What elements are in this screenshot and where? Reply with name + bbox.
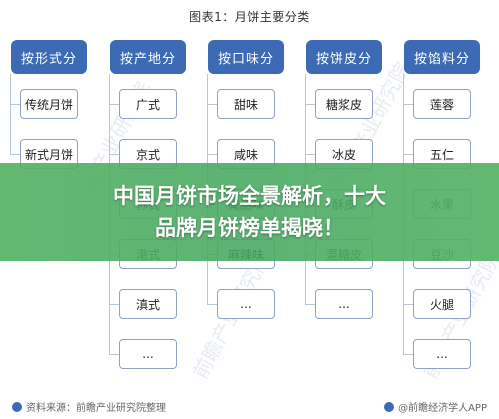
footer: 资料来源：前瞻产业研究院整理 @前瞻经济学人APP	[0, 397, 499, 415]
connector-branch	[207, 304, 217, 305]
category-item: 火腿	[413, 289, 471, 319]
category-item: 广式	[119, 89, 177, 119]
connector-branch	[10, 154, 20, 155]
footer-source: 资料来源：前瞻产业研究院整理	[12, 399, 166, 414]
category-item: 传统月饼	[20, 89, 78, 119]
category-item: ...	[217, 289, 275, 319]
category-header: 按馅料分	[404, 40, 480, 74]
connector-branch	[109, 104, 119, 105]
qianzhan-logo-icon	[12, 401, 22, 412]
category-item: 莲蓉	[413, 89, 471, 119]
connector-branch	[109, 354, 119, 355]
category-item: 糖浆皮	[315, 89, 373, 119]
category-header: 按饼皮分	[306, 40, 382, 74]
category-item: ...	[315, 289, 373, 319]
connector-branch	[109, 154, 119, 155]
chart-title: 图表1：月饼主要分类	[189, 10, 310, 24]
connector-branch	[403, 104, 413, 105]
category-item: 甜味	[217, 89, 275, 119]
connector-branch	[207, 154, 217, 155]
category-item: ...	[119, 339, 177, 369]
category-item: ...	[413, 339, 471, 369]
source-text: 资料来源：前瞻产业研究院整理	[26, 403, 166, 414]
category-header: 按口味分	[208, 40, 284, 74]
brand-text: @前瞻经济学人APP	[398, 403, 487, 414]
headline-line-1: 中国月饼市场全景解析，十大	[113, 184, 386, 208]
category-item: 滇式	[119, 289, 177, 319]
connector-branch	[305, 304, 315, 305]
connector-branch	[10, 104, 20, 105]
connector-branch	[207, 104, 217, 105]
connector-branch	[305, 104, 315, 105]
headline-line-2: 品牌月饼榜单揭晓！	[155, 216, 344, 240]
connector-branch	[305, 154, 315, 155]
connector-branch	[109, 304, 119, 305]
category-header: 按形式分	[11, 40, 87, 74]
category-header: 按产地分	[110, 40, 186, 74]
connector-branch	[403, 154, 413, 155]
connector-branch	[403, 354, 413, 355]
connector-branch	[403, 304, 413, 305]
app-logo-icon	[384, 401, 395, 412]
headline-banner[interactable]: 中国月饼市场全景解析，十大 品牌月饼榜单揭晓！	[0, 163, 499, 261]
connector-trunk	[10, 74, 11, 154]
footer-brand: @前瞻经济学人APP	[384, 399, 487, 414]
